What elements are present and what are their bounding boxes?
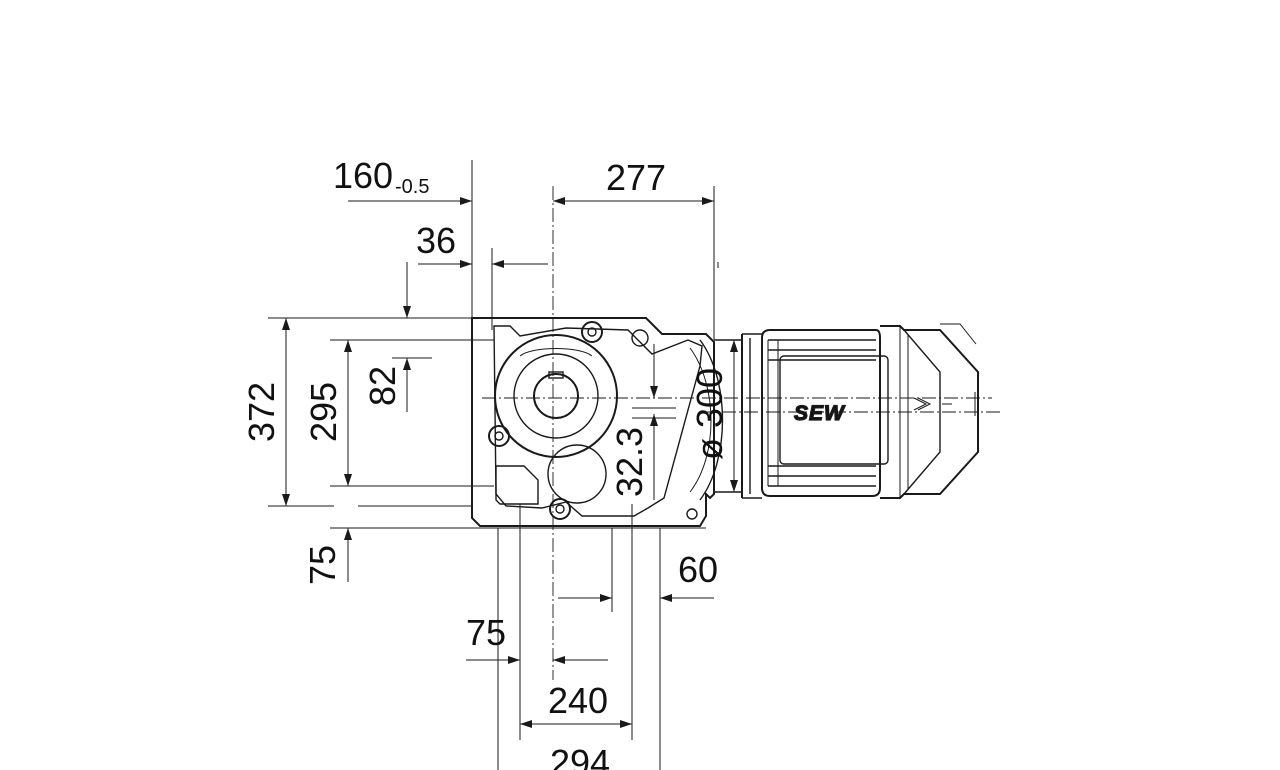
terminal-box (779, 355, 889, 465)
housing-inner-outline (493, 325, 703, 517)
dim-36: 36 (416, 220, 456, 261)
dim-82: 82 (362, 366, 403, 406)
bolt-holes (488, 321, 698, 520)
housing-flange-inner (689, 347, 712, 493)
motor-cooling-ribs (767, 339, 876, 487)
dim-160: 160 (333, 155, 393, 196)
housing-flange (699, 339, 724, 501)
dim-32-3: 32.3 (609, 427, 650, 497)
keyway (548, 371, 564, 379)
output-shaft-bore (494, 334, 618, 458)
dim-60: 60 (678, 549, 718, 590)
dimension-labels: 160 -0.5 277 36 372 295 82 75 ø 300 32.3… (241, 155, 730, 770)
dim-160-tolerance: -0.5 (395, 176, 429, 198)
sew-logo: SEW (794, 402, 846, 425)
dim-295: 295 (303, 382, 344, 442)
fan-cover-inner (903, 329, 941, 495)
motor-body (741, 323, 979, 499)
dim-diameter-300: ø 300 (689, 368, 730, 460)
motor-shell (761, 329, 881, 497)
dim-75-vertical: 75 (302, 545, 343, 585)
gear-stage-circle (547, 444, 607, 504)
dim-294: 294 (550, 742, 610, 770)
dim-372: 372 (241, 382, 282, 442)
gear-unit-housing (471, 317, 742, 527)
extension-lines (268, 160, 719, 770)
housing-mounting-pad (495, 465, 539, 505)
housing-outline (471, 317, 715, 527)
dim-277: 277 (606, 157, 666, 198)
dimension-lines (282, 197, 738, 728)
dim-240: 240 (548, 680, 608, 721)
dim-75-horizontal: 75 (466, 612, 506, 653)
